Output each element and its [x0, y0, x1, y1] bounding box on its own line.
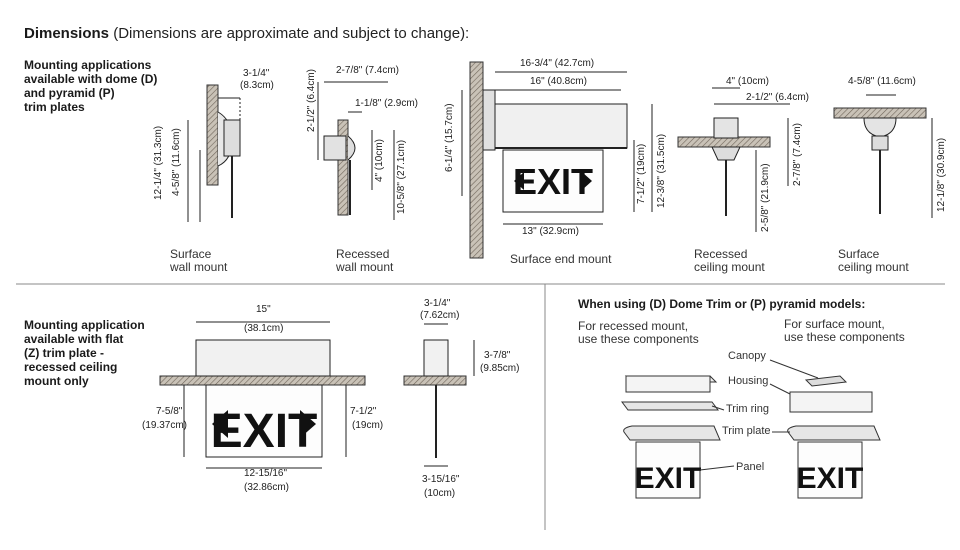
dim-left-h-cm: (19.37cm) — [142, 420, 188, 431]
caption-line: Recessed — [336, 247, 390, 261]
caption-line: Surface — [170, 247, 212, 261]
caption-line: Surface — [838, 247, 880, 261]
dim-label-vertical: 12-1/8" (30.9cm) — [936, 137, 947, 212]
caption-line: Recessed — [694, 247, 748, 261]
component-exit-text-left: EXIT — [635, 462, 702, 495]
dim-right-h-cm: (19cm) — [352, 420, 384, 431]
label-line: Mounting application — [24, 318, 145, 332]
component-trim-ring: Trim ring — [726, 403, 769, 415]
dim-width-in: 15" — [256, 304, 271, 315]
component-exit-text-right: EXIT — [797, 462, 864, 495]
dim-label: 4" (10cm) — [726, 76, 770, 87]
components-exploded-drawing: EXIT EXIT — [621, 359, 881, 499]
label-line: mount only — [24, 374, 89, 388]
dim-left-h-in: 7-5/8" — [156, 406, 183, 417]
dim-label: 2-7/8" (7.4cm) — [336, 65, 400, 76]
caption-surface-wall: Surface wall mount — [170, 248, 227, 274]
dim-label-vertical: 10-5/8" (27.1cm) — [396, 139, 407, 214]
recessed-ceiling-mount-drawing — [677, 87, 790, 232]
caption-surface-end: Surface end mount — [510, 252, 612, 266]
dim-side-b-in: 3-15/16" — [422, 474, 460, 485]
sign-exit-text: EXIT — [513, 161, 593, 202]
caption-line: wall mount — [336, 260, 394, 274]
dim-label-vertical: 2-7/8" (7.4cm) — [792, 122, 803, 186]
component-trim-plate: Trim plate — [722, 425, 771, 437]
dim-side-h-cm: (9.85cm) — [480, 363, 520, 374]
dim-bottom-w-in: 12-15/16" — [244, 468, 288, 479]
surface-ceiling-mount-drawing — [833, 94, 933, 218]
dim-label: 1-1/8" (2.9cm) — [355, 98, 419, 109]
component-canopy: Canopy — [728, 350, 766, 362]
component-housing: Housing — [728, 375, 769, 387]
note-line: use these components — [784, 330, 905, 344]
dim-label: 3-1/4" — [243, 68, 270, 79]
dim-label: (8.3cm) — [240, 80, 274, 91]
label-line: (Z) trim plate - — [24, 346, 104, 360]
caption-line: ceiling mount — [694, 260, 765, 274]
note-line: For surface mount, — [784, 317, 885, 331]
dim-label: 16-3/4" (42.7cm) — [520, 58, 595, 69]
flat-trim-side-drawing — [403, 323, 475, 467]
dim-label-vertical: 4" (10cm) — [374, 138, 385, 182]
note-line: For recessed mount, — [578, 319, 689, 333]
dim-label: 13" (32.9cm) — [522, 226, 579, 237]
dim-label-vertical: 7-1/2" (19cm) — [636, 143, 647, 204]
caption-recessed-wall: Recessed wall mount — [336, 248, 393, 274]
surface-end-mount-drawing: EXIT — [461, 61, 653, 259]
dim-side-w-cm: (7.62cm) — [420, 310, 460, 321]
dim-label-vertical: 4-5/8" (11.6cm) — [171, 128, 182, 196]
component-panel: Panel — [736, 461, 765, 473]
caption-recessed-ceiling: Recessed ceiling mount — [694, 248, 765, 274]
page-title: Dimensions (Dimensions are approximate a… — [24, 25, 469, 42]
dim-label: 4-5/8" (11.6cm) — [848, 76, 916, 87]
surface-wall-mount-drawing — [187, 84, 241, 222]
label-line: available with dome (D) — [24, 72, 158, 86]
dim-label-vertical: 6-1/4" (15.7cm) — [444, 103, 455, 172]
dim-side-h-in: 3-7/8" — [484, 350, 511, 361]
label-line: recessed ceiling — [24, 360, 118, 374]
recessed-components-note: For recessed mount, use these components — [578, 320, 699, 346]
flat-trim-exit-text: EXIT — [211, 405, 318, 458]
recessed-wall-mount-drawing — [317, 81, 395, 220]
dim-width-cm: (38.1cm) — [244, 323, 284, 334]
title-note: (Dimensions are approximate and subject … — [113, 25, 470, 42]
dim-label: 2-1/2" (6.4cm) — [746, 92, 810, 103]
top-section-label: Mounting applications available with dom… — [24, 58, 157, 114]
label-line: available with flat — [24, 332, 124, 346]
dim-label: 16" (40.8cm) — [530, 76, 587, 87]
label-line: trim plates — [24, 100, 85, 114]
dim-label-vertical: 2-5/8" (21.9cm) — [760, 163, 771, 232]
label-line: and pyramid (P) — [24, 86, 115, 100]
caption-line: ceiling mount — [838, 260, 909, 274]
dim-side-w-in: 3-1/4" — [424, 298, 451, 309]
surface-components-note: For surface mount, use these components — [784, 318, 905, 344]
caption-line: wall mount — [170, 260, 228, 274]
title-text: Dimensions — [24, 25, 110, 42]
note-line: use these components — [578, 332, 699, 346]
dim-label-vertical: 12-1/4" (31.3cm) — [153, 125, 164, 200]
dim-side-b-cm: (10cm) — [424, 488, 456, 499]
components-title: When using (D) Dome Trim or (P) pyramid … — [578, 297, 866, 311]
label-line: Mounting applications — [24, 58, 152, 72]
flat-trim-front-drawing: EXIT — [159, 321, 366, 469]
dim-bottom-w-cm: (32.86cm) — [244, 482, 290, 493]
caption-surface-ceiling: Surface ceiling mount — [838, 248, 909, 274]
bottom-section-label: Mounting application available with flat… — [24, 318, 145, 388]
dim-right-h-in: 7-1/2" — [350, 406, 377, 417]
dim-label-vertical: 12-3/8" (31.5cm) — [656, 133, 667, 208]
dim-label-vertical: 2-1/2" (6.4cm) — [306, 68, 317, 132]
